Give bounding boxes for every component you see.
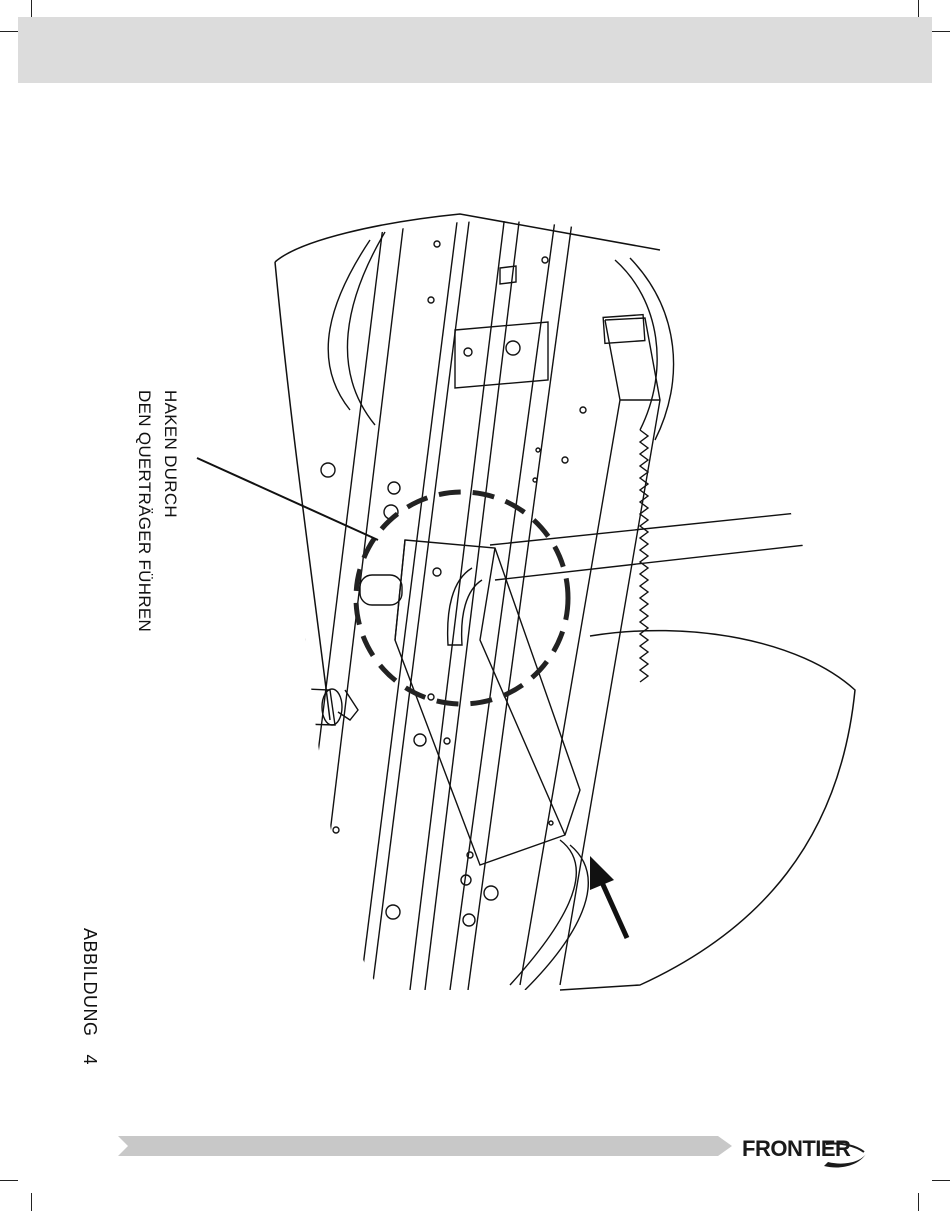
footer-bar <box>118 1136 732 1156</box>
callout-line-1: HAKEN DURCH <box>157 390 183 632</box>
figure-number: 4 <box>80 1055 100 1066</box>
logo-swoosh-icon <box>820 1140 870 1172</box>
brand-logo: FRONTIER <box>742 1128 870 1172</box>
figure-label: ABBILDUNG <box>80 928 100 1037</box>
figure-caption: ABBILDUNG 4 <box>79 928 100 1065</box>
callout-line-2: DEN QUERTRÄGER FÜHREN <box>131 390 157 632</box>
callout-label: HAKEN DURCH DEN QUERTRÄGER FÜHREN <box>131 390 183 632</box>
